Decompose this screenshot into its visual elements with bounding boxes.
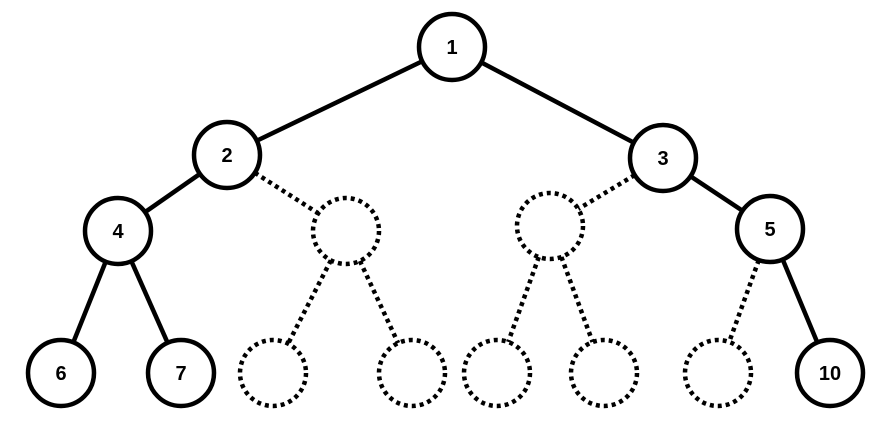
tree-node-6: 6 [25,337,97,409]
node-circle [461,337,533,409]
node-circle [514,190,586,262]
node-label: 6 [55,363,66,385]
empty-tree-node [237,337,309,409]
edge-n1-n2 [255,59,424,143]
node-label: 3 [657,148,668,170]
node-circle [794,337,866,409]
tree-node-3: 3 [627,122,699,194]
edge-n2-nA [253,170,320,216]
node-circle [25,337,97,409]
edge-n4-n6 [71,260,108,344]
edge-n5-n10 [780,258,820,344]
node-circle [734,193,806,265]
tree-node-2: 2 [191,119,263,191]
node-circle [376,337,448,409]
tree-node-1: 1 [416,11,488,83]
node-label: 1 [446,37,457,59]
node-circle [237,337,309,409]
empty-tree-node [376,337,448,409]
edges [71,59,820,345]
empty-tree-node [310,195,382,267]
node-label: 7 [175,363,186,385]
edge-n4-n7 [129,260,170,344]
edge-nB-nF [559,256,595,343]
node-circle [191,119,263,191]
edge-n1-n3 [480,60,635,145]
tree-node-4: 4 [82,195,154,267]
edge-n2-n4 [143,172,202,214]
node-circle [568,337,640,409]
node-label: 4 [112,221,124,243]
edge-nA-nD [357,259,401,345]
tree-node-5: 5 [734,193,806,265]
node-circle [627,122,699,194]
edge-n5-nG [727,259,761,343]
tree-node-10: 10 [794,337,866,409]
node-label: 5 [764,219,775,241]
edge-n3-n5 [689,174,744,213]
node-label: 10 [819,363,841,385]
edge-nA-nC [286,259,333,345]
node-circle [82,195,154,267]
empty-tree-node [514,190,586,262]
edge-nB-nE [506,256,541,343]
nodes: 1 2 3 4 5 6 7 10 [25,11,866,409]
node-label: 2 [221,145,232,167]
empty-tree-node [568,337,640,409]
empty-tree-node [682,337,754,409]
node-circle [682,337,754,409]
edge-n3-nB [577,173,636,211]
tree-node-7: 7 [145,337,217,409]
empty-tree-node [461,337,533,409]
node-circle [310,195,382,267]
node-circle [145,337,217,409]
node-circle [416,11,488,83]
